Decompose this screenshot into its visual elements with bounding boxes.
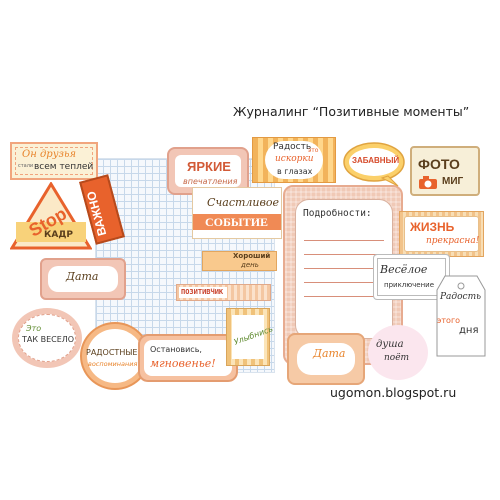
sticker-frame (232, 315, 264, 359)
sticker-text: искорки (275, 154, 314, 164)
hang-tag-icon (436, 275, 486, 357)
sticker-frame (87, 329, 143, 383)
blog-url: ugomon.blogspot.ru (330, 385, 457, 400)
sticker-radost-eye: Радость это искорки в глазах (252, 137, 336, 183)
sticker-text: воспоминания (88, 360, 138, 368)
details-line (304, 296, 384, 297)
sticker-horoshiy-den: Хороший день (202, 251, 277, 271)
sticker-text: прекрасна! (426, 236, 480, 246)
sticker-text: ЖИЗНЬ (410, 220, 455, 234)
sticker-ostanovis: Остановись, мгновенье! (138, 334, 238, 382)
sticker-foto-mig: ФОТО МИГ (410, 146, 480, 196)
sticker-text: Хороший (233, 252, 271, 260)
sticker-frame (297, 343, 355, 375)
sticker-text: ТАК ВЕСЕЛО (22, 335, 75, 344)
sticker-text: всем теплей (34, 162, 94, 172)
sticker-life: ЖИЗНЬ прекрасна! (399, 211, 484, 257)
sticker-zabavniy: ЗАБАВНЫЙ (340, 140, 408, 188)
sticker-text: стали (18, 163, 34, 169)
sticker-text: Счастливое (207, 196, 280, 209)
sticker-dusha-poet: душа поёт (368, 325, 428, 380)
sticker-stop-kadr: Stop КАДР (9, 181, 93, 250)
sticker-text: поёт (384, 353, 410, 363)
details-line (304, 268, 384, 269)
page-title: Журналинг “Позитивные моменты” (233, 104, 470, 119)
sticker-text: МИГ (442, 176, 464, 187)
sticker-frame (404, 216, 479, 252)
sticker-tak-veselo: Это ТАК ВЕСЕЛО (12, 308, 82, 368)
sticker-text: это (308, 147, 319, 154)
sticker-veseloe: Весёлое приключение (373, 254, 450, 300)
details-line (304, 282, 384, 283)
details-line (304, 240, 384, 241)
sticker-band (193, 214, 281, 230)
sticker-text: день (241, 261, 259, 269)
sticker-sobytie: Счастливое СОБЫТИЕ (192, 187, 282, 239)
sticker-text: Дата (313, 347, 346, 360)
sticker-frame (265, 141, 323, 179)
sticker-frame (15, 147, 93, 175)
sticker-text: ПОЗИТИВЧИК (181, 288, 224, 296)
sticker-text: ЗАБАВНЫЙ (352, 156, 400, 165)
details-line (304, 254, 384, 255)
sticker-text: Дата (66, 270, 99, 283)
sticker-text: Радость (273, 142, 312, 152)
sticker-text: КАДР (44, 230, 73, 240)
sticker-text: Он друзья (22, 149, 77, 160)
sticker-text: РАДОСТНЫЕ (86, 348, 138, 357)
sticker-ulybnis: Улыбнись (226, 308, 274, 366)
camera-icon (419, 176, 437, 189)
sticker-pozitivchik: ПОЗИТИВЧИК (176, 284, 271, 301)
details-label: Подробности: (303, 208, 372, 219)
sticker-text: приключение (384, 281, 435, 289)
sticker-text: в глазах (277, 167, 313, 176)
warning-triangle-icon (9, 181, 93, 250)
sticker-text: ЯРКИЕ (187, 159, 231, 174)
sticker-frame (18, 314, 76, 362)
sticker-text: Весёлое (380, 263, 428, 276)
sticker-frame (144, 340, 232, 376)
sticker-friends: Он друзья стали всем теплей (10, 142, 98, 180)
sticker-data: Дата (40, 258, 126, 300)
sticker-text: Остановись, (150, 345, 202, 354)
sticker-frame (175, 155, 241, 187)
sticker-text: ФОТО (418, 156, 460, 172)
sticker-text: этого (437, 316, 461, 325)
sticker-frame (179, 287, 227, 298)
sticker-text: дня (459, 325, 479, 336)
sticker-text: впечатления (183, 177, 238, 186)
sticker-text: Радость (440, 292, 482, 302)
sticker-data: Дата (287, 333, 365, 385)
sticker-text: Это (26, 324, 42, 333)
sticker-text: душа (376, 339, 404, 350)
sticker-text: СОБЫТИЕ (205, 215, 269, 229)
speech-bubble-icon (343, 142, 405, 187)
sticker-text: мгновенье! (150, 357, 216, 370)
sticker-frame (48, 266, 118, 292)
sticker-radost-dnya: Радость этого дня (435, 270, 487, 358)
